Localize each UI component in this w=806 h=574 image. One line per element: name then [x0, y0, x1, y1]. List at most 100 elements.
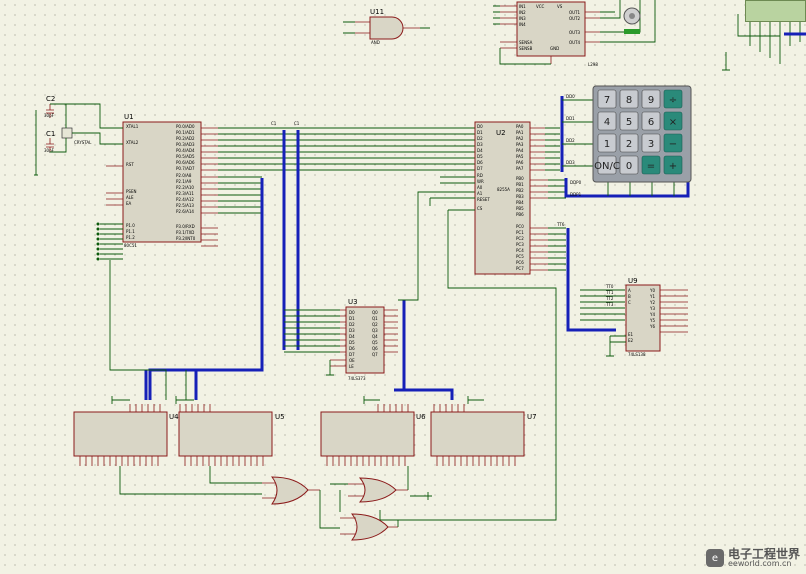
x1-crystal — [61, 127, 73, 139]
u2-part: 8255A — [497, 187, 510, 192]
svg-text:P0.3/AD3: P0.3/AD3 — [176, 142, 195, 147]
svg-text:D7: D7 — [477, 166, 483, 171]
keypad-key-7[interactable]: × — [663, 111, 683, 131]
svg-text:D2: D2 — [349, 322, 355, 327]
svg-text:Q7: Q7 — [372, 352, 378, 357]
u3-part: 74LS373 — [348, 376, 366, 381]
keypad-key-13[interactable]: 0 — [619, 155, 639, 175]
svg-text:PB6: PB6 — [516, 212, 524, 217]
svg-text:P0.6/AD6: P0.6/AD6 — [176, 160, 195, 165]
keypad-key-15[interactable]: + — [663, 155, 683, 175]
or-gate-1[interactable] — [119, 466, 340, 529]
u9-decoder[interactable]: U9 74LS138 A B C E1 E2 Y0 Y1 Y2 Y3 Y4 Y5… — [606, 277, 688, 357]
u11-and-gate[interactable]: U11 AND — [343, 8, 430, 45]
keypad-key-14[interactable]: = — [641, 155, 661, 175]
svg-text:IN1: IN1 — [519, 4, 526, 9]
u7-display[interactable]: U7 — [430, 404, 537, 466]
oscillator-circuit[interactable]: CRYSTAL C2 30pF C1 30pF — [34, 95, 123, 176]
svg-text:Y0: Y0 — [649, 288, 655, 293]
keypad-key-label: 0 — [626, 161, 632, 172]
u4-display[interactable]: U4 — [73, 404, 179, 466]
svg-text:PC7: PC7 — [516, 266, 524, 271]
keypad-key-label: 1 — [604, 139, 610, 150]
keypad-key-3[interactable]: ÷ — [663, 89, 683, 109]
keypad-key-4[interactable]: 4 — [597, 111, 617, 131]
pb-net-labels: DDP0 DDP1 — [570, 180, 582, 197]
svg-text:PC1: PC1 — [516, 230, 524, 235]
u9-ref: U9 — [628, 277, 638, 285]
svg-text:P3.0/RXD: P3.0/RXD — [176, 224, 195, 229]
or-gate-3[interactable] — [340, 513, 556, 541]
u2-body — [474, 121, 531, 275]
svg-text:P3.2/INT0: P3.2/INT0 — [176, 236, 196, 241]
keypad-key-5[interactable]: 5 — [619, 111, 639, 131]
svg-text:C: C — [628, 300, 631, 305]
u1-pin-ea: EA — [126, 201, 132, 206]
svg-text:SENSA: SENSA — [519, 40, 533, 45]
svg-text:P2.3/A11: P2.3/A11 — [176, 191, 194, 196]
svg-text:D1: D1 — [349, 316, 355, 321]
pc-net-labels: TT6 TT0 TT1 TT2 TT3 — [556, 222, 614, 307]
u3-ref: U3 — [348, 298, 358, 306]
u2-ref: U2 — [496, 129, 506, 137]
keypad-key-label: 4 — [604, 117, 610, 128]
u9-body — [625, 284, 661, 352]
svg-text:DD1: DD1 — [566, 116, 575, 121]
keypad-key-label: + — [669, 161, 677, 172]
keypad-key-label: 7 — [604, 95, 610, 106]
svg-text:Y4: Y4 — [649, 312, 655, 317]
keypad-key-6[interactable]: 6 — [641, 111, 661, 131]
svg-text:TT0: TT0 — [605, 284, 614, 289]
keypad-key-label: 5 — [626, 117, 632, 128]
u1-ref: U1 — [124, 113, 134, 121]
svg-text:D2: D2 — [477, 136, 483, 141]
u6-display[interactable]: U6 — [320, 404, 426, 466]
keypad-key-8[interactable]: 1 — [597, 133, 617, 153]
svg-text:A1: A1 — [477, 191, 483, 196]
keypad-key-1[interactable]: 8 — [619, 89, 639, 109]
keypad-key-label: × — [669, 117, 677, 128]
keypad-key-12[interactable]: ON/C — [594, 155, 620, 175]
u3-latch[interactable]: U3 74LS373 D0 D1 D2 D3 D4 D5 D6 D7 OE LE… — [326, 298, 398, 381]
u2-ppi[interactable]: U2 8255A D0 D1 D2 D3 D4 D5 D6 D7 RD WR A… — [379, 121, 557, 521]
svg-text:Y2: Y2 — [649, 300, 655, 305]
svg-text:PA4: PA4 — [516, 148, 524, 153]
svg-text:PC0: PC0 — [516, 224, 524, 229]
u1-part: 80C51 — [124, 243, 137, 248]
svg-text:PA5: PA5 — [516, 154, 524, 159]
u1-pin-xtal1: XTAL1 — [126, 124, 139, 129]
keypad-key-2[interactable]: 9 — [641, 89, 661, 109]
u5-display[interactable]: U5 — [178, 404, 285, 466]
svg-text:RD: RD — [477, 173, 483, 178]
svg-text:PA6: PA6 — [516, 160, 524, 165]
svg-text:SENSB: SENSB — [519, 46, 533, 51]
keypad-key-9[interactable]: 2 — [619, 133, 639, 153]
svg-text:D1: D1 — [477, 130, 483, 135]
svg-text:D6: D6 — [477, 160, 483, 165]
keypad-key-0[interactable]: 7 — [597, 89, 617, 109]
svg-text:D3: D3 — [477, 142, 483, 147]
u1-mcu[interactable]: U1 80C51 XTAL1 XTAL2 RST PSEN ALE EA P1.… — [106, 113, 218, 248]
svg-text:DD3: DD3 — [566, 160, 575, 165]
svg-text:CS: CS — [477, 206, 483, 211]
svg-text:IN2: IN2 — [519, 10, 526, 15]
keypad-key-10[interactable]: 3 — [641, 133, 661, 153]
u10-motor-driver[interactable]: IN1 IN2 IN3 IN4 SENSA SENSB VCC VS OUT1 … — [493, 0, 656, 67]
keypad-key-11[interactable]: − — [663, 133, 683, 153]
svg-text:P0.1/AD1: P0.1/AD1 — [176, 130, 195, 135]
keypad-key-label: ÷ — [669, 95, 677, 106]
keypad-key-label: 2 — [626, 139, 632, 150]
svg-text:P2.0/A8: P2.0/A8 — [176, 173, 192, 178]
svg-text:TT3: TT3 — [605, 302, 614, 307]
c2-ref: C2 — [46, 95, 55, 103]
u10-part: L298 — [588, 62, 598, 67]
svg-text:A: A — [628, 288, 631, 293]
svg-text:PB5: PB5 — [516, 206, 524, 211]
svg-text:P2.5/A13: P2.5/A13 — [176, 203, 194, 208]
or-gate-2[interactable] — [330, 466, 432, 512]
svg-text:PC4: PC4 — [516, 248, 524, 253]
